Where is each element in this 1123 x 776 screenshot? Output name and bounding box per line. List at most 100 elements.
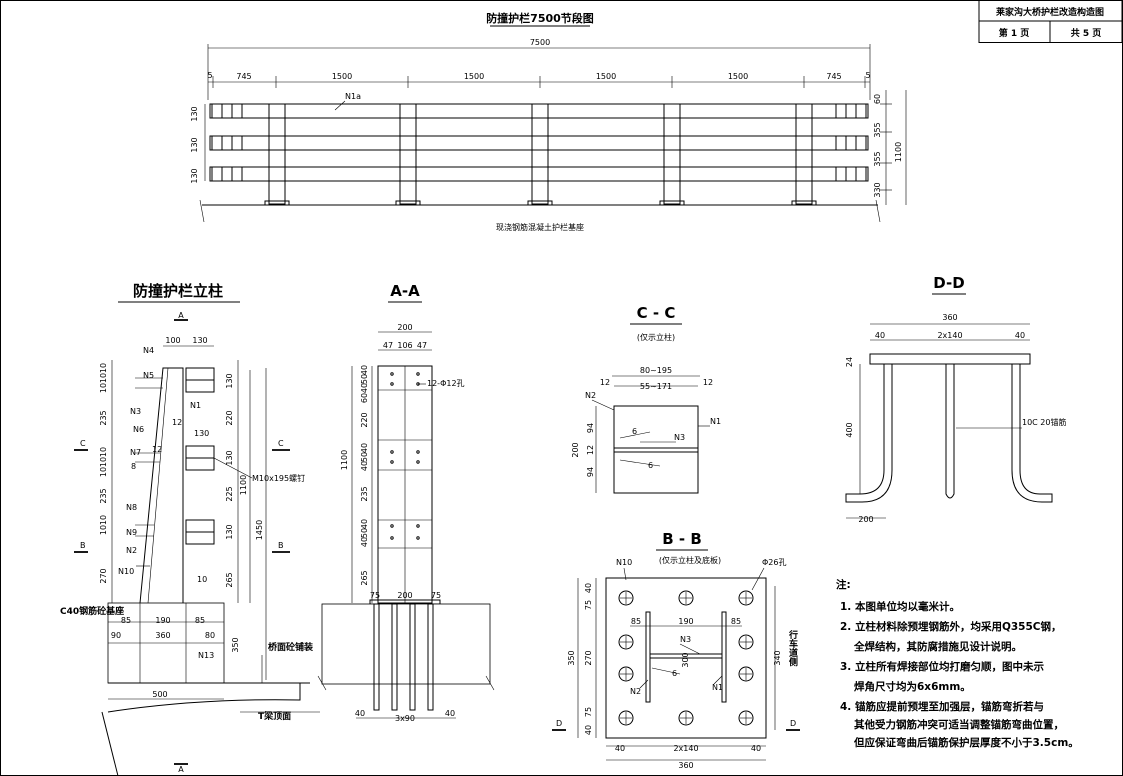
deck-label: 桥面砼铺装 <box>268 641 314 653</box>
aa-left-dim: 220 <box>360 412 369 427</box>
post-left-dim: 10 <box>99 373 108 383</box>
aa-bolt-holes <box>390 372 420 540</box>
aa-left-dim: 50 <box>360 452 369 462</box>
aa-left-dim: 40 <box>360 383 369 393</box>
dd-rebar-label: 10C 20锚筋 <box>1022 417 1067 427</box>
bb-label: N1 <box>712 683 723 692</box>
post-label: 12 <box>152 445 162 454</box>
bb-hole-label: Φ26孔 <box>762 558 786 567</box>
bb-dim: 190 <box>678 617 693 626</box>
title-block: 莱家沟大桥护栏改造构造图 第 1 页 共 5 页 <box>978 0 1123 43</box>
cc-label: N1 <box>710 417 721 426</box>
bb-label: N2 <box>630 687 641 696</box>
bb-bottom-dim: 40 <box>615 744 625 753</box>
bb-bottom-dim: 2x140 <box>673 744 698 753</box>
cc-dim: 12 <box>600 378 610 387</box>
bb-base-plate <box>605 577 767 739</box>
elevation-total-length: 7500 <box>530 38 550 47</box>
note-line: 其他受力钢筋冲突可适当调整锚筋弯曲位置， <box>854 718 1064 731</box>
right-dim: 355 <box>873 151 882 166</box>
bb-bottom-dim: 40 <box>751 744 761 753</box>
post-left-dim: 10 <box>99 363 108 373</box>
post-left-dim: 10 <box>99 457 108 467</box>
bb-left-dim: 40 <box>584 725 593 735</box>
base-dim: 85 <box>195 616 205 625</box>
aa-bottom-dim: 3x90 <box>395 714 415 723</box>
bb-title: B - B <box>662 530 702 548</box>
post-mid-dim: 130 <box>225 450 234 465</box>
aa-left-dim: 40 <box>360 365 369 375</box>
note-line: 全焊结构，其防腐措施见设计说明。 <box>853 640 1022 653</box>
span-dim: 1500 <box>596 72 616 81</box>
bolt-label: M10x195螺钉 <box>252 473 305 483</box>
post-left-dim: 235 <box>99 488 108 503</box>
base-dim: 190 <box>155 616 170 625</box>
right-dim: 330 <box>873 182 882 197</box>
post-label: N10 <box>118 567 134 576</box>
note-line: 3. 立柱所有焊接部位均打磨匀顺，图中未示 <box>840 660 1044 673</box>
cc-left-dim: 94 <box>586 423 595 433</box>
dd-hook-length: 200 <box>858 515 873 524</box>
dd-dim: 40 <box>875 331 885 340</box>
section-mark-b: B <box>80 541 86 550</box>
post-mid-dim: 130 <box>225 524 234 539</box>
rail-tubes <box>209 103 869 182</box>
aa-left-dim: 235 <box>360 486 369 501</box>
cc-left-dim: 12 <box>586 445 595 455</box>
deck-width: 500 <box>152 690 167 699</box>
post-label: N9 <box>126 528 137 537</box>
bb-dim: 85 <box>731 617 741 626</box>
aa-left-dim: 265 <box>360 570 369 585</box>
base-label-n13: N13 <box>198 651 214 660</box>
bb-right-dim: 340 <box>773 650 782 665</box>
note-line: 焊角尺寸均为6x6mm。 <box>854 680 971 693</box>
notes-title: 注: <box>836 578 851 591</box>
span-dim: 745 <box>236 72 251 81</box>
post-label: N7 <box>130 448 141 457</box>
elevation-title: 防撞护栏7500节段图 <box>486 11 594 25</box>
section-mark-a: A <box>178 311 184 320</box>
aa-hole-label: 12-Φ12孔 <box>427 379 465 388</box>
dd-dim: 40 <box>1015 331 1025 340</box>
post-label: 130 <box>194 429 209 438</box>
page-number: 第 1 页 <box>999 27 1030 39</box>
aa-bottom-dim: 40 <box>355 709 365 718</box>
section-mark-a: A <box>178 765 184 774</box>
post-height-1100: 1100 <box>239 475 248 495</box>
aa-height-1100: 1100 <box>340 450 349 470</box>
base-dim: 85 <box>121 616 131 625</box>
bb-dim: 85 <box>631 617 641 626</box>
aa-base-dim: 75 <box>370 591 380 600</box>
cc-subtitle: (仅示立柱) <box>637 332 675 342</box>
elevation-view: 防撞护栏7500节段图 7500 5 745 1500 1500 1500 15… <box>190 11 907 232</box>
cc-label: 6 <box>648 461 653 470</box>
aa-base-dim: 75 <box>431 591 441 600</box>
base-height: 350 <box>231 637 240 652</box>
left-dim: 130 <box>190 168 199 183</box>
note-line: 但应保证弯曲后锚筋保护层厚度不小于3.5cm。 <box>853 736 1079 749</box>
post-left-dim: 10 <box>99 383 108 393</box>
left-dim: 130 <box>190 106 199 121</box>
cc-label: N2 <box>585 391 596 400</box>
note-line: 2. 立柱材料除预埋钢筋外，均采用Q355C钢， <box>840 620 1062 633</box>
post-title: 防撞护栏立柱 <box>133 282 223 300</box>
aa-left-dim: 40 <box>360 461 369 471</box>
bb-label: 300 <box>681 652 690 667</box>
bb-label: N3 <box>680 635 691 644</box>
height-dim: 1100 <box>894 142 903 162</box>
post-label: N5 <box>143 371 154 380</box>
bb-left-dim: 270 <box>584 650 593 665</box>
cc-dim: 55~171 <box>640 382 672 391</box>
base-dim: 80 <box>205 631 215 640</box>
aa-dim-top: 47 <box>417 341 427 350</box>
post-label: 12 <box>172 418 182 427</box>
post-left-dim: 10 <box>99 467 108 477</box>
post-mid-dim: 130 <box>225 373 234 388</box>
post-label: N8 <box>126 503 137 512</box>
dd-base-plate <box>869 353 1031 365</box>
section-mark-b: B <box>278 541 284 550</box>
post-left-dim: 235 <box>99 410 108 425</box>
post-label: 8 <box>131 462 136 471</box>
bb-left-dim: 40 <box>584 583 593 593</box>
section-mark-c: C <box>278 439 284 448</box>
